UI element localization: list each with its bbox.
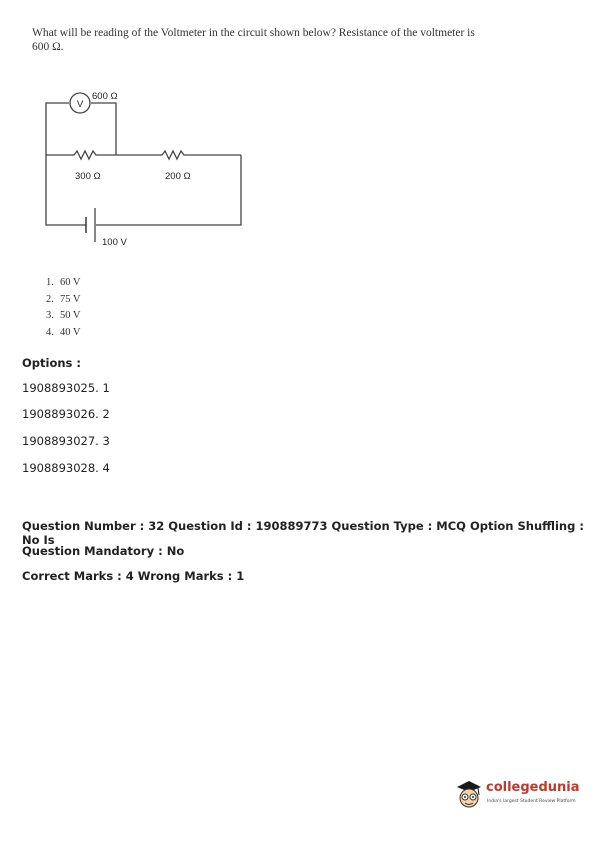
question-meta-line-1: Question Number : 32 Question Id : 19088…	[22, 519, 584, 547]
right-wire	[96, 155, 242, 226]
option-item-2: 1908893026. 2	[22, 407, 110, 421]
resistor-200-label: 200 Ω	[165, 171, 191, 182]
option-item-4: 1908893028. 4	[22, 461, 110, 475]
question-meta-line-2: Question Mandatory : No	[22, 544, 185, 558]
option-item-1: 1908893025. 1	[22, 381, 110, 395]
resistor-300-label: 300 Ω	[75, 171, 101, 182]
answer-choices: 1.60 V 2.75 V 3.50 V 4.40 V	[46, 275, 81, 341]
battery-label: 100 V	[102, 237, 127, 248]
voltmeter-resistance-label: 600 Ω	[92, 91, 118, 102]
question-text: What will be reading of the Voltmeter in…	[32, 26, 552, 54]
option-item-3: 1908893027. 3	[22, 434, 110, 448]
question-line-2: 600 Ω.	[32, 41, 64, 53]
logo-tagline: India's largest Student Review Platform	[487, 799, 576, 804]
choice-item: 1.60 V	[46, 277, 81, 288]
collegedunia-logo: collegedunia India's largest Student Rev…	[452, 778, 582, 814]
voltmeter-loop-wire	[45, 102, 117, 155]
question-line-1: What will be reading of the Voltmeter in…	[32, 27, 475, 39]
left-wire	[45, 155, 86, 226]
choice-item: 4.40 V	[46, 326, 81, 338]
choice-item: 3.50 V	[46, 310, 81, 321]
voltmeter-label: V	[77, 99, 84, 110]
marks-line: Correct Marks : 4 Wrong Marks : 1	[22, 569, 245, 583]
voltmeter-symbol	[69, 92, 91, 114]
logo-wordmark: collegedunia	[486, 780, 580, 795]
circuit-diagram: V 600 Ω 300 Ω 200 Ω 100 V	[45, 91, 242, 248]
options-heading: Options :	[22, 356, 81, 370]
mascot-icon	[457, 781, 481, 808]
choice-item: 2.75 V	[46, 293, 81, 305]
top-wire	[46, 149, 241, 161]
